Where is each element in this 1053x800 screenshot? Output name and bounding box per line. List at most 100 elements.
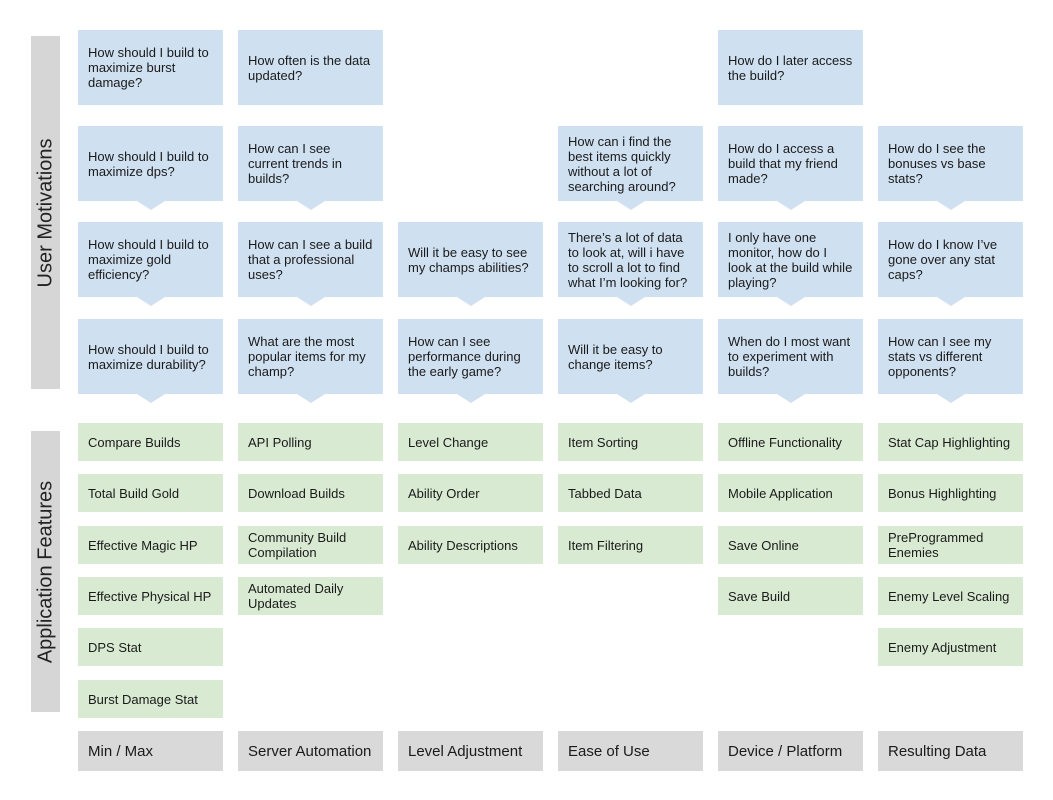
motivation-card: Will it be easy to see my champs abiliti… bbox=[398, 222, 543, 306]
motivation-card: What are the most popular items for my c… bbox=[238, 319, 383, 403]
feature-card: Burst Damage Stat bbox=[78, 680, 223, 718]
motivation-text: What are the most popular items for my c… bbox=[248, 334, 366, 379]
category-label: Server Automation bbox=[238, 731, 383, 771]
feature-card: Effective Physical HP bbox=[78, 577, 223, 615]
motivation-card: How should I build to maximize gold effi… bbox=[78, 222, 223, 306]
motivation-text: How should I build to maximize burst dam… bbox=[88, 45, 209, 90]
feature-card: Save Build bbox=[718, 577, 863, 615]
feature-text: Automated Daily Updates bbox=[248, 581, 344, 611]
category-text: Ease of Use bbox=[568, 742, 650, 760]
motivation-card: How do I access a build that my friend m… bbox=[718, 126, 863, 210]
feature-text: PreProgrammed Enemies bbox=[888, 530, 984, 560]
feature-text: Mobile Application bbox=[728, 485, 833, 501]
motivation-text: How can I see a build that a professiona… bbox=[248, 237, 373, 282]
category-label: Ease of Use bbox=[558, 731, 703, 771]
motivation-card: How can I see current trends in builds? bbox=[238, 126, 383, 210]
motivation-card: There’s a lot of data to look at, will i… bbox=[558, 222, 703, 306]
category-label: Min / Max bbox=[78, 731, 223, 771]
feature-card: Enemy Adjustment bbox=[878, 628, 1023, 666]
feature-text: Ability Order bbox=[408, 485, 480, 501]
category-label: Device / Platform bbox=[718, 731, 863, 771]
feature-card: DPS Stat bbox=[78, 628, 223, 666]
feature-text: Bonus Highlighting bbox=[888, 485, 997, 501]
motivation-text: Will it be easy to see my champs abiliti… bbox=[408, 244, 529, 275]
category-text: Resulting Data bbox=[888, 742, 987, 760]
motivation-text: How often is the data updated? bbox=[248, 52, 371, 83]
motivation-text: How should I build to maximize durabilit… bbox=[88, 341, 209, 372]
feature-text: Compare Builds bbox=[88, 434, 181, 450]
feature-text: Item Filtering bbox=[568, 537, 644, 553]
category-label: Resulting Data bbox=[878, 731, 1023, 771]
motivation-card: How do I know I’ve gone over any stat ca… bbox=[878, 222, 1023, 306]
motivation-card: How do I see the bonuses vs base stats? bbox=[878, 126, 1023, 210]
category-text: Device / Platform bbox=[728, 742, 843, 760]
motivation-text: How can i find the best items quickly wi… bbox=[568, 133, 676, 194]
user-motivations-label: User Motivations bbox=[31, 36, 60, 389]
feature-card: Tabbed Data bbox=[558, 474, 703, 512]
feature-text: Item Sorting bbox=[568, 434, 639, 450]
category-text: Server Automation bbox=[248, 742, 372, 760]
feature-card: Ability Order bbox=[398, 474, 543, 512]
feature-card: Level Change bbox=[398, 423, 543, 461]
feature-text: Enemy Adjustment bbox=[888, 639, 997, 655]
feature-card: Community Build Compilation bbox=[238, 526, 383, 564]
motivation-card: How can I see my stats vs different oppo… bbox=[878, 319, 1023, 403]
feature-card: Download Builds bbox=[238, 474, 383, 512]
motivation-text: How do I see the bonuses vs base stats? bbox=[888, 141, 986, 186]
motivation-card: Will it be easy to change items? bbox=[558, 319, 703, 403]
feature-text: Total Build Gold bbox=[88, 485, 180, 501]
motivation-card: How should I build to maximize dps? bbox=[78, 126, 223, 210]
motivation-text: I only have one monitor, how do I look a… bbox=[728, 229, 853, 290]
feature-text: Level Change bbox=[408, 434, 489, 450]
feature-card: Compare Builds bbox=[78, 423, 223, 461]
feature-card: Mobile Application bbox=[718, 474, 863, 512]
motivation-text: How should I build to maximize gold effi… bbox=[88, 237, 209, 282]
feature-card: Enemy Level Scaling bbox=[878, 577, 1023, 615]
feature-card: Ability Descriptions bbox=[398, 526, 543, 564]
motivation-card: How can I see performance during the ear… bbox=[398, 319, 543, 403]
motivation-card: I only have one monitor, how do I look a… bbox=[718, 222, 863, 306]
motivation-card: How can I see a build that a professiona… bbox=[238, 222, 383, 306]
motivation-card: How do I later access the build? bbox=[718, 30, 863, 105]
motivation-text: How can I see performance during the ear… bbox=[408, 334, 521, 379]
feature-card: Item Filtering bbox=[558, 526, 703, 564]
motivation-text: How do I access a build that my friend m… bbox=[728, 141, 838, 186]
motivation-text: Will it be easy to change items? bbox=[568, 341, 663, 372]
motivation-text: When do I most want to experiment with b… bbox=[728, 334, 851, 379]
feature-card: API Polling bbox=[238, 423, 383, 461]
motivation-card: How should I build to maximize durabilit… bbox=[78, 319, 223, 403]
motivation-text: How do I later access the build? bbox=[728, 52, 853, 83]
feature-text: DPS Stat bbox=[88, 639, 142, 655]
application-features-label: Application Features bbox=[31, 431, 60, 712]
motivation-text: How do I know I’ve gone over any stat ca… bbox=[888, 237, 998, 282]
feature-card: Bonus Highlighting bbox=[878, 474, 1023, 512]
motivation-text: How can I see current trends in builds? bbox=[248, 141, 342, 186]
motivation-text: How should I build to maximize dps? bbox=[88, 148, 209, 179]
feature-text: Offline Functionality bbox=[728, 434, 842, 450]
feature-text: Download Builds bbox=[248, 485, 345, 501]
feature-card: Total Build Gold bbox=[78, 474, 223, 512]
feature-card: PreProgrammed Enemies bbox=[878, 526, 1023, 564]
feature-card: Offline Functionality bbox=[718, 423, 863, 461]
feature-text: Community Build Compilation bbox=[248, 530, 347, 560]
category-text: Min / Max bbox=[88, 742, 154, 760]
feature-text: Tabbed Data bbox=[568, 485, 642, 501]
feature-text: Effective Physical HP bbox=[88, 588, 212, 604]
feature-text: Burst Damage Stat bbox=[88, 691, 198, 707]
feature-text: Stat Cap Highlighting bbox=[888, 434, 1011, 450]
feature-text: Save Online bbox=[728, 537, 799, 553]
feature-card: Item Sorting bbox=[558, 423, 703, 461]
feature-text: Save Build bbox=[728, 588, 791, 604]
feature-text: Ability Descriptions bbox=[408, 537, 518, 553]
motivation-card: When do I most want to experiment with b… bbox=[718, 319, 863, 403]
feature-card: Effective Magic HP bbox=[78, 526, 223, 564]
motivation-text: How can I see my stats vs different oppo… bbox=[888, 334, 992, 379]
category-text: Level Adjustment bbox=[408, 742, 523, 760]
category-label: Level Adjustment bbox=[398, 731, 543, 771]
feature-text: Enemy Level Scaling bbox=[888, 588, 1010, 604]
motivation-card: How often is the data updated? bbox=[238, 30, 383, 105]
feature-card: Stat Cap Highlighting bbox=[878, 423, 1023, 461]
motivation-text: There’s a lot of data to look at, will i… bbox=[568, 229, 688, 290]
feature-card: Save Online bbox=[718, 526, 863, 564]
feature-text: API Polling bbox=[248, 434, 312, 450]
